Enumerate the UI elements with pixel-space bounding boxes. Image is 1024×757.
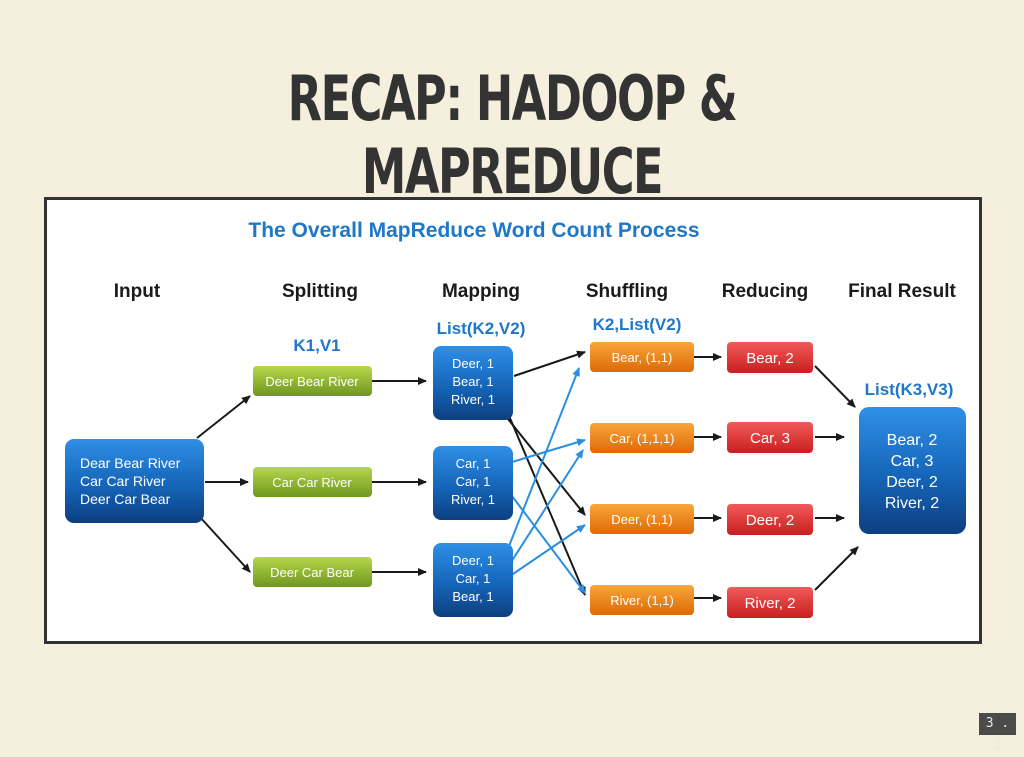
shuffle-label: Bear, (1,1)	[612, 350, 673, 365]
reduce-label: River, 2	[745, 595, 796, 612]
input-line: Dear Bear River	[80, 455, 181, 471]
reduce-label: Car, 3	[750, 430, 790, 447]
annotation-shuffling: K2,List(V2)	[593, 315, 682, 334]
map-pair: Deer, 1	[452, 553, 494, 568]
diagram-title: The Overall MapReduce Word Count Process	[248, 219, 699, 242]
shuffle-label: River, (1,1)	[610, 593, 674, 608]
input-box: Dear Bear River Car Car River Deer Car B…	[65, 439, 204, 523]
map-box: Car, 1 Car, 1 River, 1	[433, 446, 513, 520]
shuffle-label: Car, (1,1,1)	[609, 431, 674, 446]
shuffle-box: Deer, (1,1)	[590, 504, 694, 534]
shuffle-box: Bear, (1,1)	[590, 342, 694, 372]
map-pair: Car, 1	[456, 474, 491, 489]
reduce-box: River, 2	[727, 587, 813, 618]
split-label: Deer Bear River	[265, 374, 359, 389]
reduce-box: Car, 3	[727, 422, 813, 453]
final-line: Bear, 2	[887, 432, 938, 449]
map-pair: River, 1	[451, 392, 495, 407]
map-box: Deer, 1 Bear, 1 River, 1	[433, 346, 513, 420]
shuffle-label: Deer, (1,1)	[611, 512, 672, 527]
reduce-label: Deer, 2	[746, 512, 794, 529]
map-pair: Bear, 1	[452, 374, 493, 389]
final-line: Deer, 2	[886, 474, 938, 491]
column-header-shuffling: Shuffling	[586, 281, 668, 302]
split-label: Deer Car Bear	[270, 565, 354, 580]
input-line: Deer Car Bear	[80, 491, 171, 507]
map-pair: Deer, 1	[452, 356, 494, 371]
final-result-box: Bear, 2 Car, 3 Deer, 2 River, 2	[859, 407, 966, 534]
final-line: Car, 3	[891, 453, 934, 470]
input-line: Car Car River	[80, 473, 166, 489]
reduce-box: Bear, 2	[727, 342, 813, 373]
final-line: River, 2	[885, 495, 939, 512]
annotation-final: List(K3,V3)	[865, 380, 954, 399]
shuffle-box: River, (1,1)	[590, 585, 694, 615]
slide-number: 3 . 1	[979, 713, 1016, 753]
reduce-box: Deer, 2	[727, 504, 813, 535]
split-box: Car Car River	[253, 467, 372, 497]
mapreduce-diagram: The Overall MapReduce Word Count Process…	[65, 219, 966, 618]
shuffle-box: Car, (1,1,1)	[590, 423, 694, 453]
map-box: Deer, 1 Car, 1 Bear, 1	[433, 543, 513, 617]
diagram-frame: The Overall MapReduce Word Count Process…	[44, 197, 982, 644]
column-header-mapping: Mapping	[442, 281, 520, 302]
split-label: Car Car River	[272, 475, 352, 490]
map-pair: Bear, 1	[452, 589, 493, 604]
column-header-reducing: Reducing	[722, 281, 809, 302]
map-pair: Car, 1	[456, 456, 491, 471]
map-pair: River, 1	[451, 492, 495, 507]
slide-title: RECAP: HADOOP & MAPREDUCE	[287, 62, 738, 208]
column-header-splitting: Splitting	[282, 281, 358, 302]
annotation-splitting: K1,V1	[293, 336, 340, 355]
annotation-mapping: List(K2,V2)	[437, 319, 526, 338]
split-box: Deer Bear River	[253, 366, 372, 396]
map-pair: Car, 1	[456, 571, 491, 586]
split-box: Deer Car Bear	[253, 557, 372, 587]
column-header-final-result: Final Result	[848, 281, 956, 302]
column-header-input: Input	[114, 281, 161, 302]
reduce-label: Bear, 2	[746, 350, 794, 367]
